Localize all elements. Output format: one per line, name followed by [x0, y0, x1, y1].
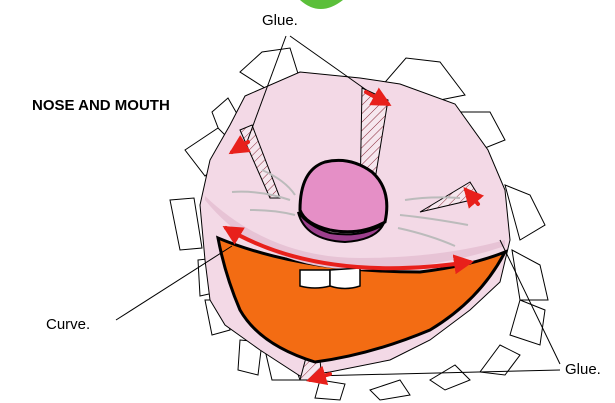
teeth	[300, 268, 360, 289]
glue-label-bottom-right: Glue.	[565, 361, 601, 378]
glue-label-top: Glue.	[262, 12, 298, 29]
green-badge	[300, 0, 343, 9]
curve-label: Curve.	[46, 316, 90, 333]
diagram-title: NOSE AND MOUTH	[32, 97, 170, 114]
